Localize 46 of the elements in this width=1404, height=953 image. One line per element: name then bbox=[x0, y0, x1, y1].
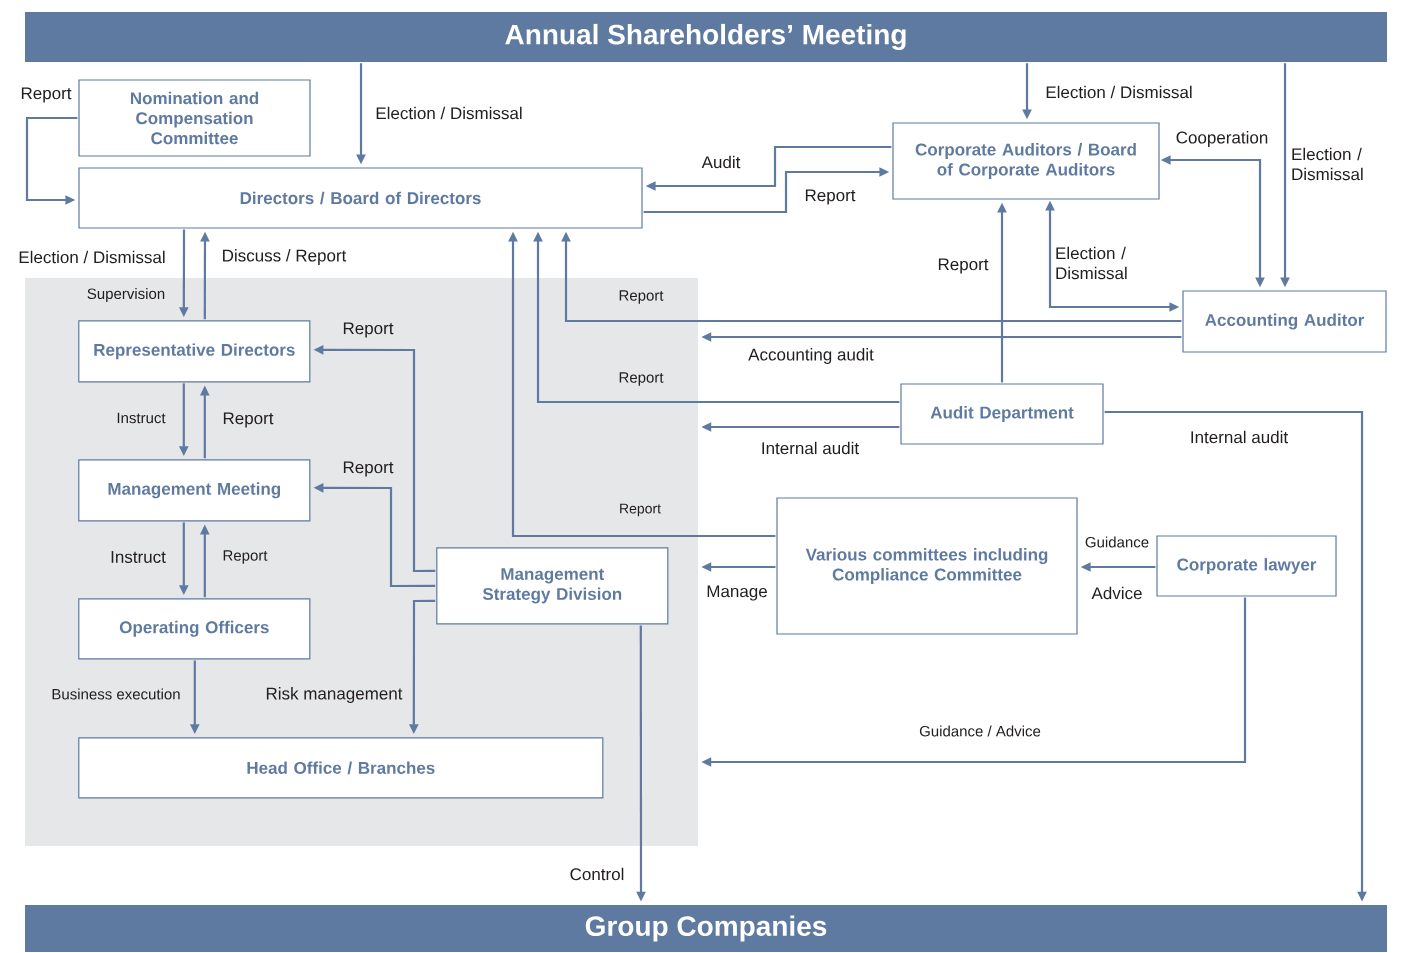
edge-label: Report bbox=[619, 290, 664, 304]
process-box: Representative Directors bbox=[78, 320, 311, 383]
text-label: Supervision bbox=[87, 288, 165, 302]
edge-label: Audit bbox=[701, 155, 741, 169]
edge-label: Manage bbox=[707, 585, 767, 601]
edge-label: Accounting audit bbox=[748, 348, 874, 364]
edge-label: Report bbox=[938, 258, 989, 274]
edge-label: Control bbox=[570, 867, 624, 881]
edge-label: Report bbox=[619, 372, 664, 386]
edge-label: Instruct bbox=[111, 551, 166, 563]
text-label: Advice bbox=[1091, 586, 1142, 600]
edge-label: Report bbox=[223, 550, 268, 564]
process-box: Various committees including Compliance Committee bbox=[776, 497, 1078, 635]
process-box: Head Office / Branches bbox=[78, 737, 604, 799]
edge-label: Risk management bbox=[266, 687, 403, 703]
edge-label: Election / Dismissal bbox=[19, 250, 165, 264]
process-box: Nomination and Compensation Committee bbox=[78, 79, 311, 157]
process-box: Management Strategy Division bbox=[436, 547, 669, 625]
edge-label: Election / Dismissal bbox=[1046, 85, 1192, 99]
edge-label: Cooperation bbox=[1176, 131, 1268, 147]
edge-label: Report bbox=[805, 189, 856, 205]
edge-label: Election / Dismissal bbox=[1292, 147, 1363, 181]
process-box: Corporate lawyer bbox=[1156, 535, 1337, 597]
edge-label: Internal audit bbox=[762, 441, 859, 455]
edge-label: Instruct bbox=[117, 412, 166, 424]
arrow bbox=[25, 116, 78, 205]
edge-label: Election / Dismissal bbox=[1056, 246, 1127, 280]
process-box: Directors / Board of Directors bbox=[78, 167, 643, 229]
edge-label: Business execution bbox=[52, 688, 180, 700]
process-box: Management Meeting bbox=[78, 459, 311, 522]
edge-label: Internal audit bbox=[1191, 430, 1288, 444]
banner: Annual Shareholders’ Meeting bbox=[25, 12, 1387, 62]
process-box: Audit Department bbox=[900, 383, 1104, 445]
banner: Group Companies bbox=[25, 905, 1387, 952]
process-box: Operating Officers bbox=[78, 598, 311, 660]
edge-label: Report bbox=[21, 87, 72, 103]
edge-label: Discuss / Report bbox=[223, 249, 347, 265]
edge-label: Report bbox=[343, 461, 394, 477]
process-box: Corporate Auditors / Board of Corporate Auditors bbox=[892, 122, 1160, 200]
edge-label: Report bbox=[343, 322, 394, 338]
edge-label: Election / Dismissal bbox=[376, 106, 522, 120]
process-box: Accounting Auditor bbox=[1182, 290, 1387, 353]
edge-label: Report bbox=[620, 503, 661, 517]
edge-label: Report bbox=[223, 412, 274, 428]
edge-label: Guidance bbox=[1085, 536, 1149, 548]
edge-label: Guidance / Advice bbox=[919, 725, 1041, 737]
